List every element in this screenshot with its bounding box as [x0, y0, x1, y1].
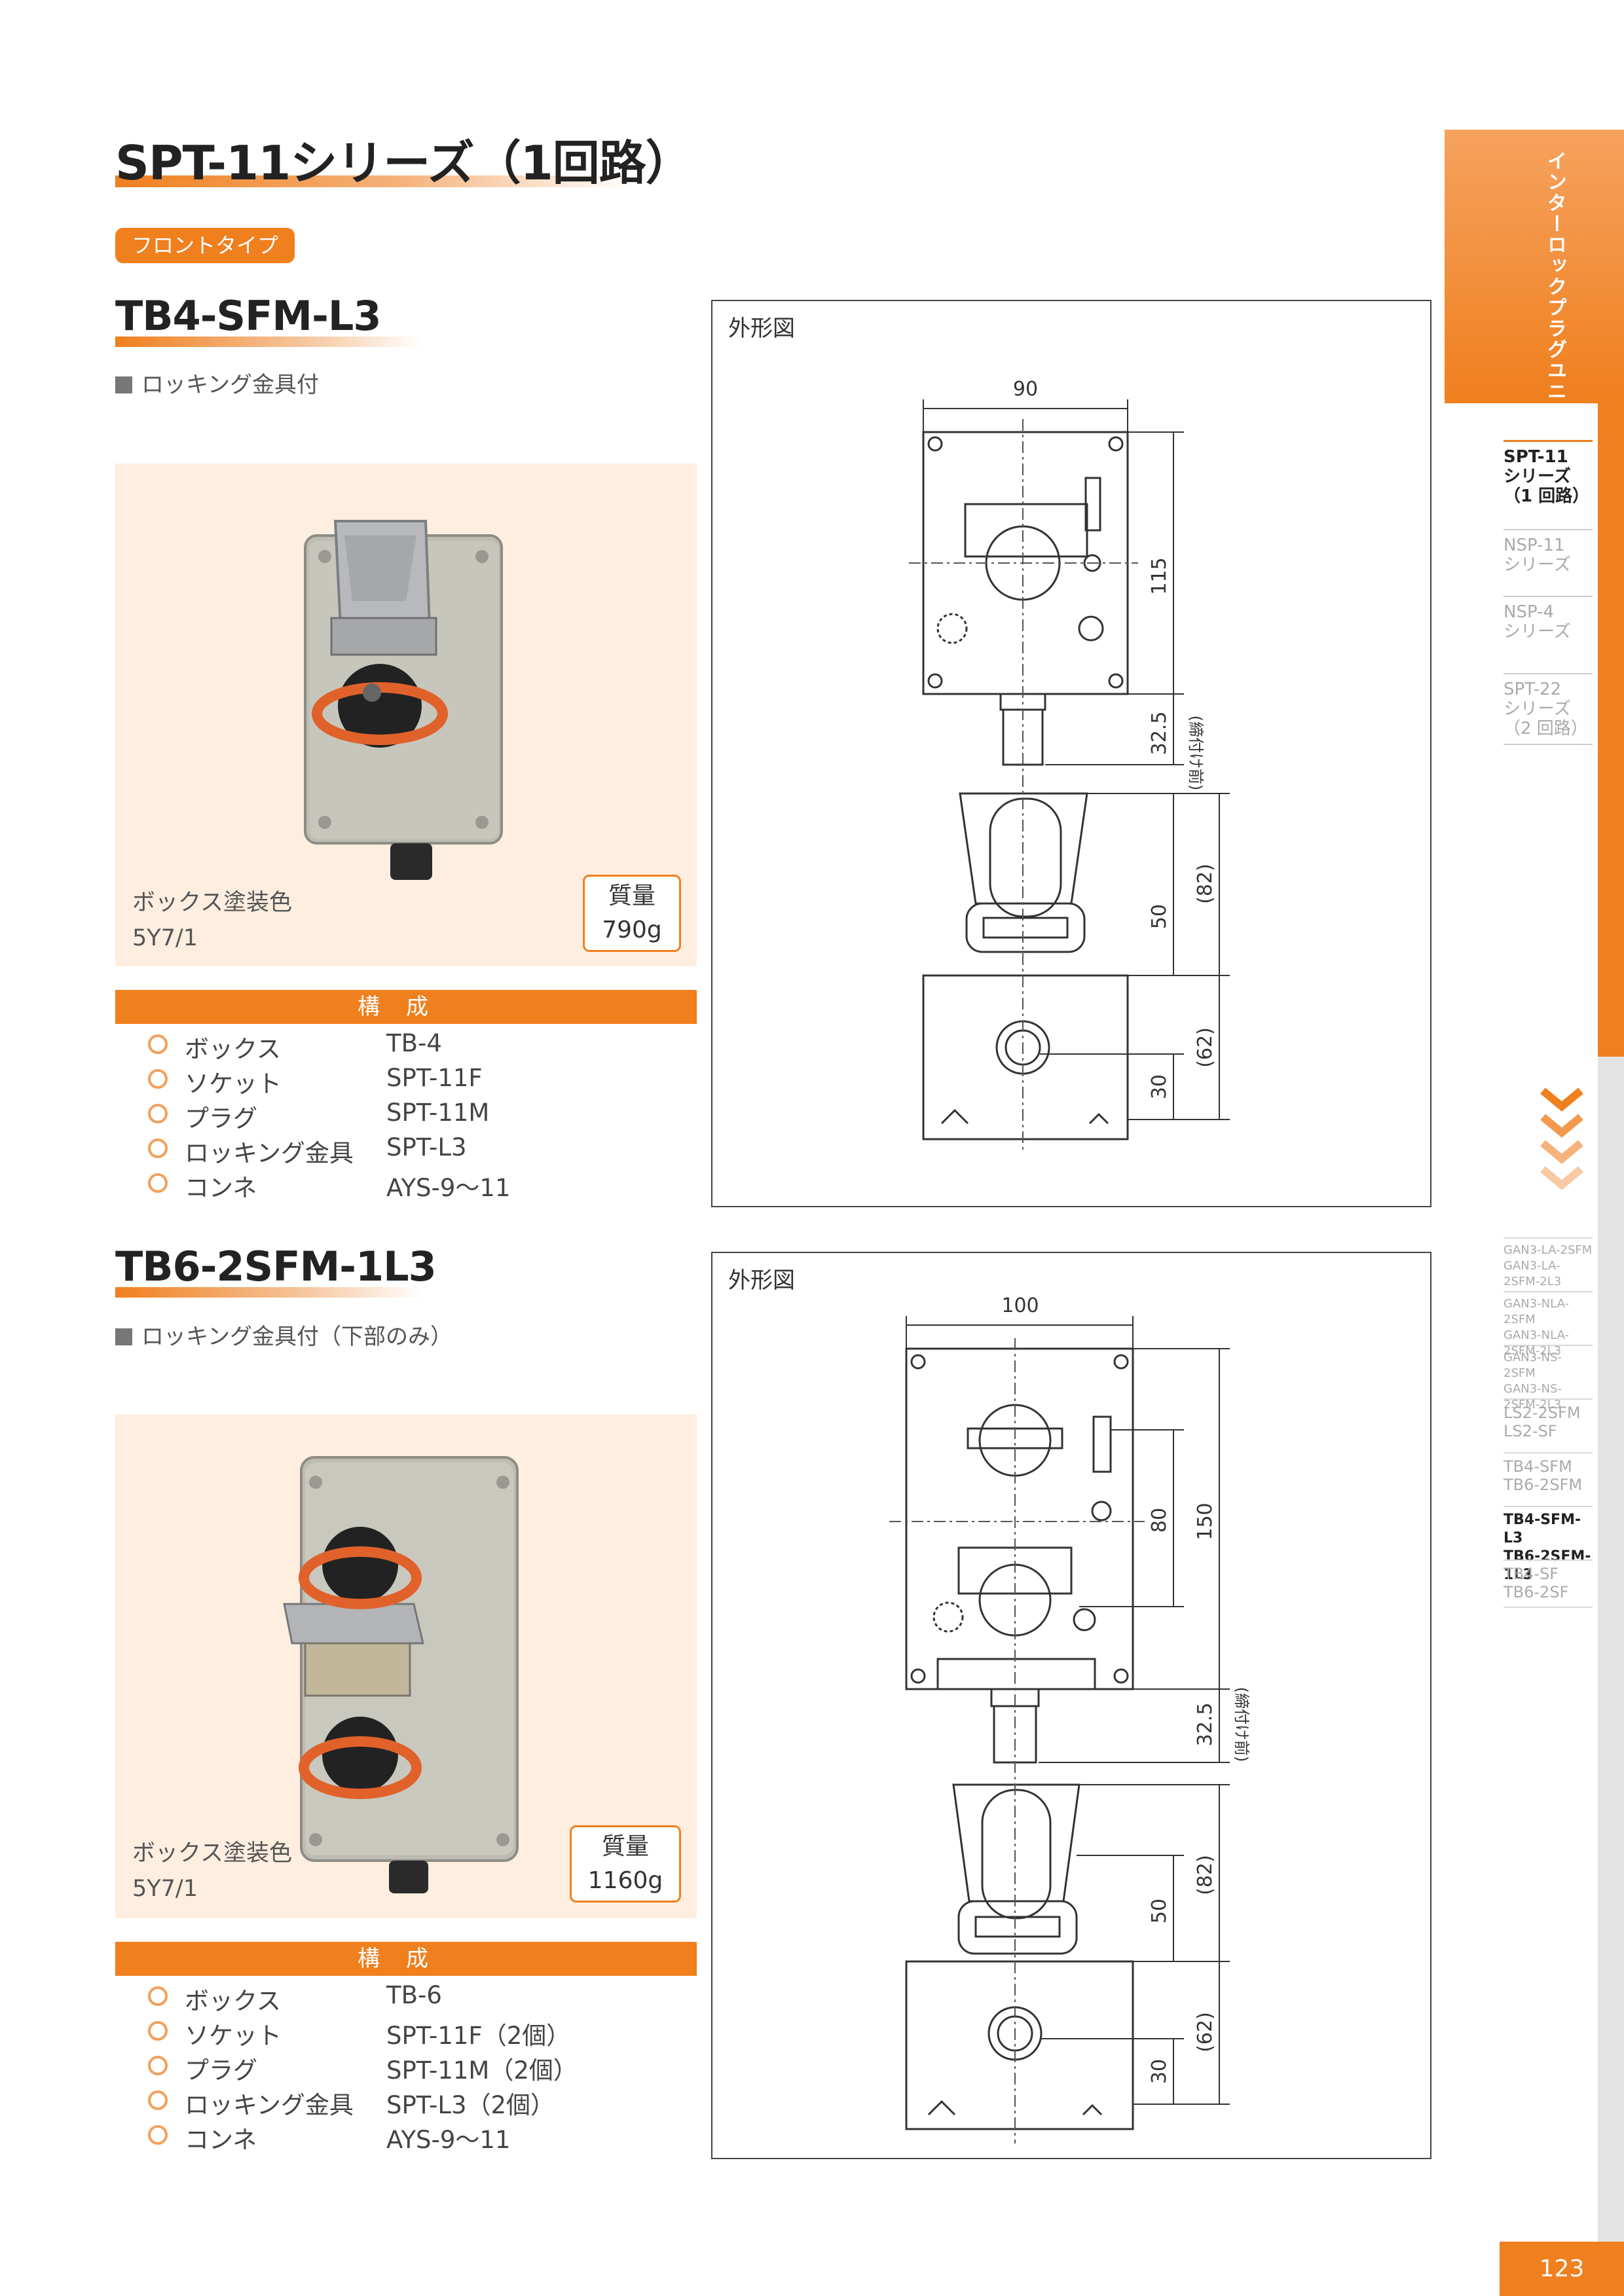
circle-bullet-icon	[148, 2090, 168, 2110]
product-photo-panel: ボックス塗装色 5Y7/1 質量 1160g	[115, 1414, 697, 1918]
drawing-label: 外形図	[728, 316, 795, 342]
model-title: TB4-SFM-L3	[115, 292, 382, 340]
outline-drawing: 100 80 150 32.5 (締付け前) (82) 50 (62) 30	[889, 1294, 1251, 2143]
dim-gland-note: (締付け前)	[1232, 1687, 1251, 1762]
dim-50: 50	[1148, 904, 1171, 929]
front-type-badge: フロントタイプ	[115, 228, 295, 263]
dim-62: (62)	[1194, 1027, 1217, 1068]
circle-bullet-icon	[148, 2021, 168, 2041]
weight-box: 質量 790g	[583, 875, 681, 952]
circle-bullet-icon	[148, 1069, 168, 1089]
model-title: TB6-2SFM-1L3	[115, 1243, 437, 1290]
side-strip	[1598, 1057, 1624, 2242]
product-photo-panel: ボックス塗装色 5Y7/1 質量 790g	[115, 464, 697, 966]
title-underline	[115, 175, 633, 187]
dim-width: 100	[1001, 1294, 1039, 1317]
dim-82: (82)	[1194, 864, 1217, 904]
product-photo	[283, 1456, 519, 1893]
dim-height: 150	[1194, 1503, 1217, 1540]
model-note: ロッキング金具付	[115, 367, 319, 399]
model-underline	[115, 337, 423, 347]
model-note: ロッキング金具付（下部のみ）	[115, 1319, 452, 1351]
side-strip-active	[1598, 403, 1624, 1057]
circle-bullet-icon	[148, 1034, 168, 1054]
circle-bullet-icon	[148, 2056, 168, 2075]
outline-drawing-frame: 外形図	[711, 300, 1431, 1207]
config-header: 構成	[115, 990, 697, 1024]
circle-bullet-icon	[148, 2125, 168, 2145]
chevron-down-icon	[1540, 1087, 1583, 1190]
dim-62: (62)	[1194, 2012, 1217, 2052]
dim-30: 30	[1148, 1074, 1171, 1099]
weight-value: 790g	[602, 917, 662, 943]
circle-bullet-icon	[148, 1173, 168, 1193]
page-title: SPT-11シリーズ（1回路）	[115, 136, 693, 191]
dim-inner: 80	[1148, 1508, 1171, 1533]
paint-value: 5Y7/1	[132, 925, 198, 951]
dim-gland-note: (締付け前)	[1187, 716, 1205, 791]
model-underline	[115, 1287, 423, 1298]
bullet-square-icon	[115, 1328, 132, 1345]
dim-width: 90	[1013, 378, 1038, 401]
weight-label: 質量	[601, 1833, 649, 1860]
config-header: 構成	[115, 1942, 697, 1976]
paint-label: ボックス塗装色	[132, 890, 292, 916]
circle-bullet-icon	[148, 1104, 168, 1123]
dim-30: 30	[1148, 2059, 1171, 2084]
dim-gland: 32.5	[1194, 1703, 1217, 1747]
dim-height: 115	[1148, 557, 1171, 594]
bullet-square-icon	[115, 376, 132, 393]
paint-value: 5Y7/1	[132, 1876, 198, 1902]
circle-bullet-icon	[148, 1986, 168, 2006]
drawing-label: 外形図	[728, 1267, 795, 1294]
circle-bullet-icon	[148, 1139, 168, 1158]
category-tab[interactable]	[1445, 130, 1624, 403]
dim-50: 50	[1148, 1899, 1171, 1923]
category-tab-label: インターロックプラグユニット	[1543, 151, 1566, 444]
weight-box: 質量 1160g	[570, 1825, 681, 1903]
outline-drawing-frame: 外形図	[711, 1252, 1431, 2159]
product-photo	[304, 520, 503, 880]
dim-82: (82)	[1194, 1855, 1217, 1895]
weight-label: 質量	[608, 883, 655, 909]
dim-gland: 32.5	[1148, 712, 1171, 756]
paint-label: ボックス塗装色	[132, 1840, 292, 1867]
page-number: 123	[1500, 2242, 1624, 2296]
weight-value: 1160g	[587, 1867, 663, 1894]
outline-drawing: 90 115 32.5 (締付け前) (82) 50 (62) 30	[909, 378, 1230, 1152]
